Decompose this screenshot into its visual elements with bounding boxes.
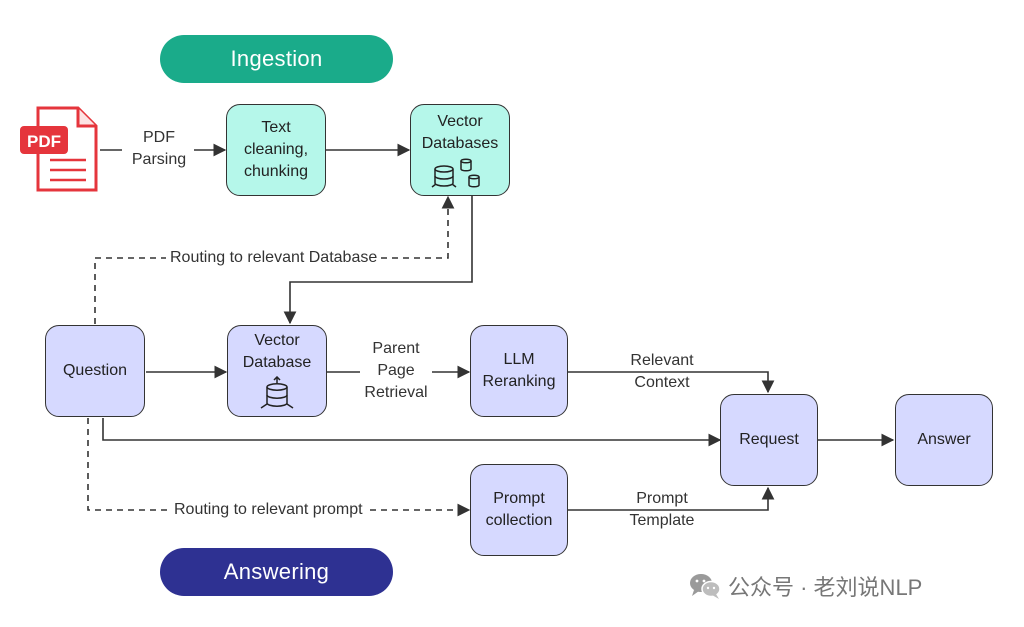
request-node: Request (720, 394, 818, 486)
vector-database-label: Vector Database (242, 332, 312, 371)
question-node: Question (45, 325, 145, 417)
llm-reranking-label: LLM Reranking (482, 351, 556, 390)
edge-vector-databases-to-vector-database (283, 196, 473, 325)
ingestion-phase-pill: Ingestion (160, 35, 393, 83)
watermark: 公众号 · 老刘说NLP (688, 570, 922, 602)
routing-prompt-label: Routing to relevant prompt (170, 499, 367, 521)
edge-prompt-to-request (568, 486, 775, 511)
edge-routing-to-prompt (87, 418, 471, 517)
text-cleaning-node: Text cleaning, chunking (226, 104, 326, 196)
question-label: Question (62, 362, 128, 379)
prompt-collection-label: Prompt collection (485, 490, 553, 529)
request-label: Request (739, 431, 799, 448)
prompt-template-label: Prompt Template (629, 490, 695, 529)
watermark-text: 公众号 · 老刘说NLP (728, 575, 923, 600)
answer-node: Answer (895, 394, 993, 486)
routing-database-label: Routing to relevant Database (166, 247, 382, 269)
relevant-context-label: Relevant Context (630, 352, 694, 391)
database-icon (260, 376, 294, 409)
multi-database-icon (431, 158, 480, 188)
pdf-parsing-label: PDF Parsing (131, 129, 187, 168)
parent-page-retrieval-label: Parent Page Retrieval (364, 340, 428, 401)
text-cleaning-label: Text cleaning, chunking (243, 119, 309, 180)
vector-database-node: Vector Database (227, 325, 327, 417)
vector-databases-node: Vector Databases (410, 104, 510, 196)
wechat-icon (690, 574, 721, 599)
edge-reranking-to-request (568, 371, 775, 394)
edge-question-to-request (102, 418, 722, 447)
answer-label: Answer (917, 431, 971, 448)
llm-reranking-node: LLM Reranking (470, 325, 568, 417)
pdf-file-icon (20, 106, 98, 192)
answering-phase-pill: Answering (160, 548, 393, 596)
vector-databases-label: Vector Databases (421, 113, 499, 152)
pdf-badge-text: PDF (27, 132, 61, 151)
prompt-collection-node: Prompt collection (470, 464, 568, 556)
